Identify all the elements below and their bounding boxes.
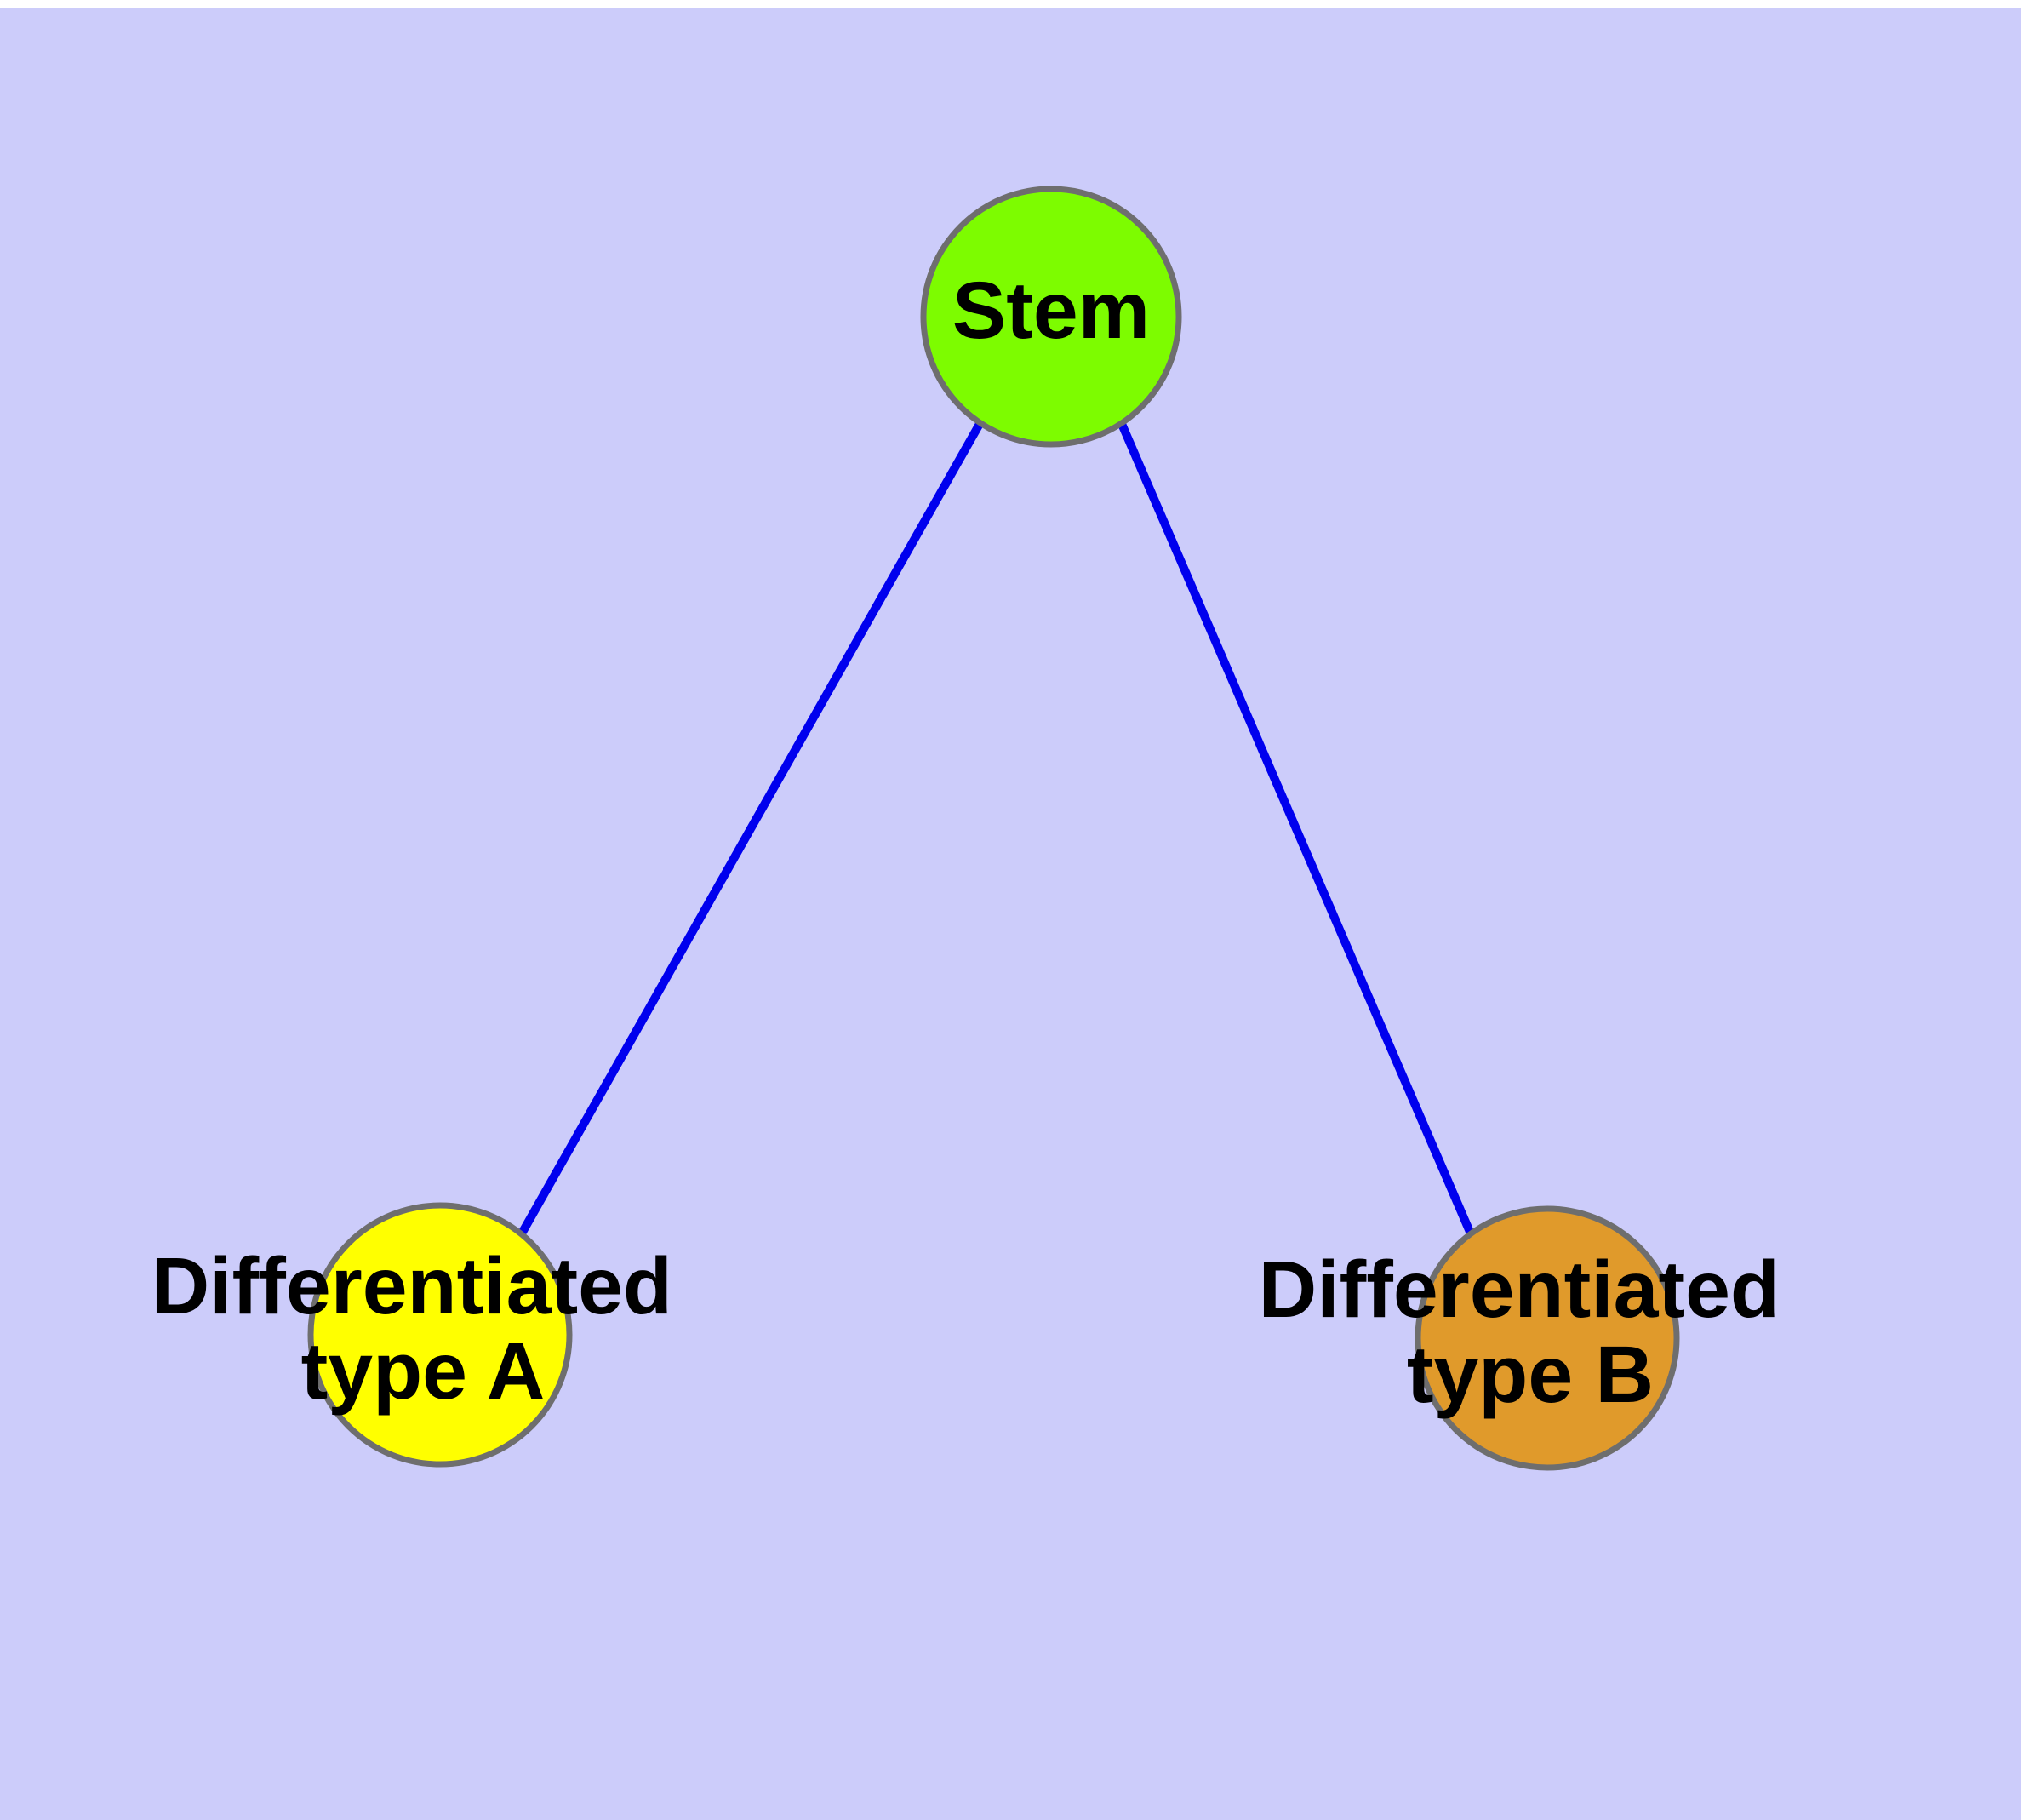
node-label-stem-line-1: Stem	[952, 266, 1150, 356]
node-differentiated-type-a[interactable]	[307, 1202, 573, 1468]
node-label-stem: Stem	[952, 266, 1150, 356]
edges-layer	[517, 421, 1477, 1239]
node-label-differentiated-type-a-line-1: Differentiated	[151, 1241, 672, 1331]
node-stem[interactable]	[920, 186, 1182, 448]
node-circle-differentiated-type-a[interactable]	[307, 1202, 573, 1468]
edge-stem-to-differentiated-type-b[interactable]	[1117, 422, 1477, 1239]
node-differentiated-type-b[interactable]	[1415, 1205, 1680, 1471]
node-circle-stem[interactable]	[920, 186, 1182, 448]
nodes-layer	[307, 186, 1680, 1471]
labels-layer: Stem Differentiated type A Differentiate…	[151, 266, 1803, 1420]
node-label-differentiated-type-b: Differentiated type B	[1259, 1245, 1803, 1420]
node-label-differentiated-type-b-line-1: Differentiated	[1259, 1245, 1780, 1335]
edge-stem-to-differentiated-type-a[interactable]	[517, 421, 984, 1236]
node-label-differentiated-type-a: Differentiated type A	[151, 1241, 695, 1417]
node-circle-differentiated-type-b[interactable]	[1415, 1205, 1680, 1471]
node-label-differentiated-type-a-line-2: type A	[301, 1326, 546, 1417]
node-label-differentiated-type-b-line-2: type B	[1407, 1330, 1654, 1420]
